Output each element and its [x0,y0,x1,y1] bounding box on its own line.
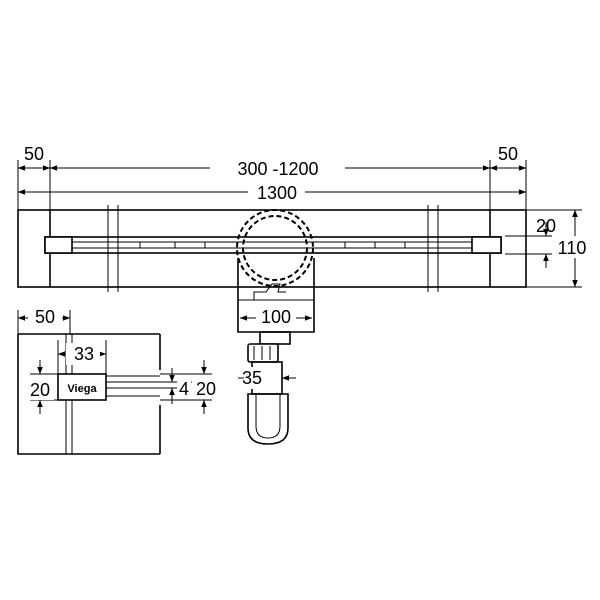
dim-label-bg [28,378,54,400]
dim-outlet-pipe: 35 [242,368,262,388]
dim-label-bg [28,306,62,328]
pipe-nut [247,343,279,363]
dim-outlet-width: 100 [261,307,291,327]
trap-inner [255,394,281,439]
dim-label-bg [192,378,218,398]
outlet-circle-outer [236,209,314,287]
outlet-bracket [253,283,286,300]
detail-housing [17,333,160,455]
dim-label-bg [244,367,264,389]
dim-channel-height: 110 [558,238,587,258]
end-cap-left [44,236,73,254]
trap-bowl [247,393,289,445]
dim-channel-length: 300 -1200 [237,159,318,179]
dim-total-length: 1300 [257,183,297,203]
dim-left-margin: 50 [24,144,44,164]
viega-logo: Viega [67,383,97,395]
dim-label-bg [66,343,100,365]
channel-body [17,209,527,288]
dim-label-bg [560,236,590,258]
channel-end-detail: Viega 50 33 20 4 20 [17,306,218,455]
channel-top-view: 50 300 -1200 50 1300 20 110 100 35 [17,144,590,445]
pipe-neck [259,331,291,345]
dim-logo-width: 33 [74,344,94,364]
dim-grate-width: 20 [536,216,556,236]
logo-plate [57,373,107,401]
end-cap-right [471,236,502,254]
dim-logo-height: 20 [30,380,50,400]
dim-right-margin: 50 [498,144,518,164]
dim-label-bg [256,306,296,326]
dim-label-bg [177,378,191,398]
outlet-circle-inner [242,215,308,281]
dim-slot-height: 4 [179,379,189,399]
dim-end-margin: 50 [35,307,55,327]
grate-strip [44,236,502,254]
dim-slot-total: 20 [196,379,216,399]
